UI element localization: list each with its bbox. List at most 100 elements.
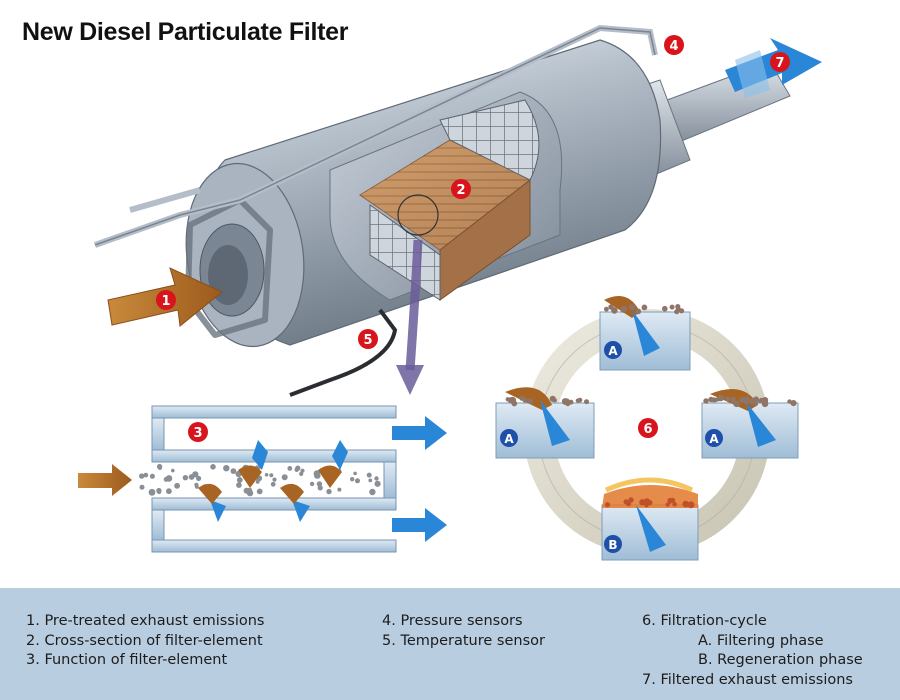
- deposit-particle: [628, 497, 634, 503]
- deposit-particle: [641, 304, 648, 311]
- legend-item-1: 1. Pre-treated exhaust emissions: [26, 613, 265, 629]
- deposit-particle: [639, 499, 646, 506]
- soot-particle: [139, 473, 145, 479]
- deposit-particle: [749, 397, 757, 405]
- deposit-particle: [620, 306, 625, 311]
- phase-a-top-marker: A: [604, 341, 622, 359]
- svg-text:3: 3: [193, 426, 202, 441]
- deposit-particle: [731, 399, 736, 404]
- deposit-particle: [790, 400, 797, 407]
- soot-particle: [166, 488, 172, 495]
- svg-text:A: A: [608, 344, 618, 358]
- deposit-particle: [743, 397, 750, 405]
- deposit-particle: [679, 308, 685, 314]
- soot-particle: [230, 468, 237, 474]
- deposit-particle: [519, 395, 525, 401]
- soot-particle: [287, 466, 293, 471]
- svg-text:5: 5: [363, 333, 372, 348]
- soot-particle: [353, 471, 357, 476]
- soot-particle: [243, 487, 250, 494]
- soot-particle: [314, 472, 321, 479]
- soot-particle: [149, 473, 155, 479]
- soot-particle: [171, 468, 175, 473]
- soot-particle: [326, 488, 332, 495]
- soot-particle: [369, 488, 376, 496]
- filter-channel-diagram: [78, 405, 447, 553]
- svg-text:1: 1: [161, 294, 170, 309]
- deposit-particle: [665, 502, 670, 507]
- legend-item-2: 2. Cross-section of filter-element: [26, 632, 263, 649]
- deposit-particle: [646, 499, 653, 506]
- marker-6: 6: [638, 418, 658, 438]
- soot-particle: [272, 477, 277, 482]
- marker-1: 1: [156, 290, 176, 310]
- dpf-canister: [94, 24, 791, 397]
- deposit-particle: [623, 499, 629, 505]
- deposit-particle: [675, 304, 681, 310]
- deposit-particle: [577, 397, 583, 403]
- phase-a-left-marker: A: [500, 429, 518, 447]
- marker-5: 5: [358, 329, 378, 349]
- soot-particle: [194, 484, 199, 489]
- soot-particle: [281, 474, 288, 481]
- deposit-particle: [787, 399, 792, 404]
- soot-particle: [182, 475, 189, 481]
- deposit-particle: [629, 304, 636, 311]
- soot-particle: [366, 472, 372, 478]
- legend-item-7: 7. Filtered exhaust emissions: [642, 671, 853, 688]
- soot-particle: [374, 476, 379, 481]
- deposit-particle: [687, 501, 695, 509]
- svg-text:A: A: [709, 432, 719, 446]
- deposit-particle: [674, 309, 680, 315]
- page-title: New Diesel Particulate Filter: [22, 18, 349, 46]
- svg-text:6: 6: [643, 422, 652, 437]
- deposit-particle: [682, 500, 689, 508]
- soot-particle: [236, 482, 242, 488]
- soot-particle: [163, 476, 169, 482]
- soot-particle: [299, 471, 304, 476]
- deposit-particle: [704, 399, 709, 404]
- soot-particle: [156, 489, 162, 495]
- phase-b-marker: B: [604, 535, 622, 553]
- soot-particle: [355, 478, 360, 484]
- soot-particle: [294, 467, 299, 472]
- soot-particle: [337, 487, 342, 492]
- soot-particle: [236, 477, 243, 483]
- deposit-particle: [604, 306, 609, 312]
- soot-particle: [269, 473, 274, 478]
- soot-particle: [350, 477, 355, 482]
- svg-text:4: 4: [669, 39, 678, 54]
- deposit-particle: [672, 501, 677, 507]
- phase-a-right-marker: A: [705, 429, 723, 447]
- marker-7: 7: [770, 52, 790, 72]
- legend-panel: 1. Pre-treated exhaust emissions 2. Cros…: [0, 588, 900, 700]
- deposit-particle: [713, 397, 719, 403]
- soot-particle: [264, 473, 269, 477]
- soot-particle: [192, 471, 199, 478]
- soot-particle: [148, 488, 156, 496]
- legend-item-5: 5. Temperature sensor: [382, 632, 545, 649]
- deposit-particle: [552, 398, 558, 403]
- soot-particle: [368, 478, 373, 483]
- deposit-particle: [762, 397, 769, 404]
- marker-3: 3: [188, 422, 208, 442]
- soot-particle: [316, 481, 323, 487]
- deposit-particle: [725, 396, 731, 402]
- deposit-particle: [635, 308, 642, 315]
- deposit-particle: [662, 305, 668, 312]
- soot-particle: [143, 472, 149, 478]
- deposit-particle: [604, 502, 611, 508]
- marker-4: 4: [664, 35, 684, 55]
- svg-text:7: 7: [775, 56, 784, 71]
- svg-text:B: B: [608, 538, 617, 552]
- legend-item-6: 6. Filtration-cycle: [642, 613, 767, 629]
- soot-particle: [223, 465, 230, 472]
- legend-column-1: 1. Pre-treated exhaust emissions 2. Cros…: [26, 612, 264, 671]
- deposit-particle: [509, 396, 517, 404]
- legend-item-4: 4. Pressure sensors: [382, 613, 523, 629]
- soot-particle: [196, 475, 202, 481]
- svg-text:A: A: [504, 432, 514, 446]
- legend-item-6b: B. Regeneration phase: [698, 652, 863, 668]
- deposit-particle: [611, 307, 618, 314]
- marker-2: 2: [451, 179, 471, 199]
